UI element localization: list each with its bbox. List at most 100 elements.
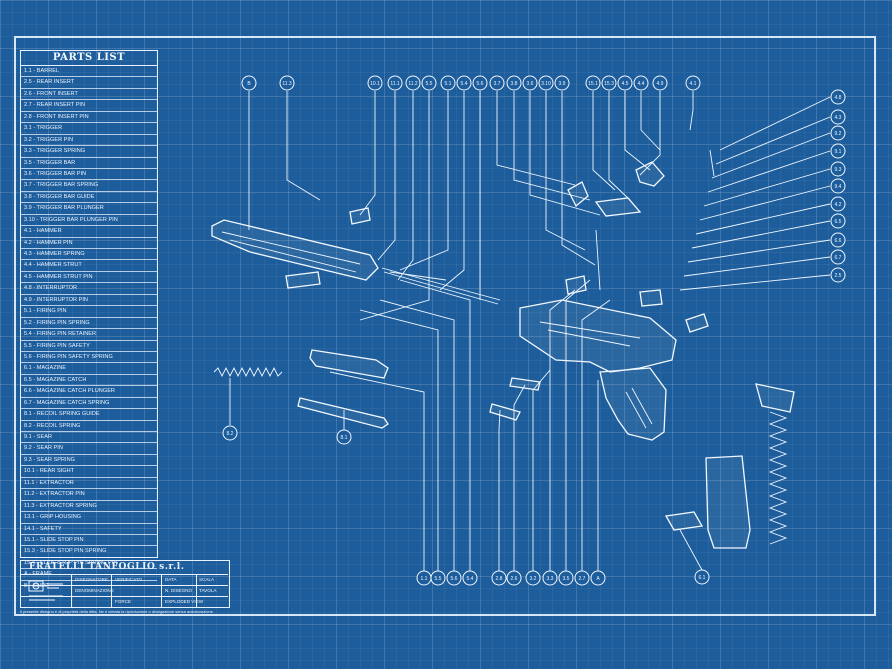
leader-line: [715, 116, 831, 165]
callout-label: 3.5: [563, 576, 570, 582]
leader-line: [691, 220, 831, 249]
callout-bubble: 3.3: [542, 570, 558, 586]
leader-line: [439, 91, 465, 291]
parts-list-row: 2.6 - FRONT INSERT: [21, 89, 157, 101]
callout-label: 3.10: [541, 81, 551, 87]
callout-label: 2.7: [579, 576, 586, 582]
parts-list-row: 10.1 - REAR SIGHT: [21, 466, 157, 478]
leader-line: [679, 274, 831, 291]
callout-bubble: B: [241, 75, 257, 91]
parts-list-row: 4.2 - HAMMER PIN: [21, 238, 157, 249]
leader-line: [549, 289, 576, 571]
callout-label: 9.3: [835, 167, 842, 173]
callout-bubble: 9.1: [830, 143, 846, 159]
leader-line: [581, 299, 611, 571]
callout-label: 3.6: [527, 81, 534, 87]
leader-line: [286, 91, 321, 201]
title-block-footer: Il presente disegno è di proprietà della…: [20, 609, 214, 614]
leader-line: [498, 409, 501, 571]
callout-label: 5.5: [426, 81, 433, 87]
callout-bubble: 15.3: [601, 75, 617, 91]
leader-line: [711, 132, 831, 179]
parts-list-row: 11.3 - EXTRACTOR SPRING: [21, 501, 157, 513]
callout-bubble: 4.9: [652, 75, 668, 91]
magazine-follower-part: [755, 383, 795, 413]
leader-line: [513, 91, 591, 201]
callout-label: 4.8: [835, 95, 842, 101]
callout-label: 6.7: [835, 255, 842, 261]
parts-list-row: 11.2 - EXTRACTOR PIN: [21, 489, 157, 501]
callout-label: 15.1: [588, 81, 598, 87]
parts-list-row: 3.8 - TRIGGER BAR GUIDE: [21, 192, 157, 204]
callout-bubble: 3.9: [554, 75, 570, 91]
callout-label: A: [596, 576, 600, 582]
magazine-base-part: [664, 511, 704, 531]
callout-bubble: 2.5: [830, 267, 846, 283]
parts-list-row: 4.4 - HAMMER STRUT: [21, 260, 157, 272]
callout-label: 1.1: [421, 576, 428, 582]
callout-label: 4.2: [835, 202, 842, 208]
callout-bubble: 11.2: [405, 75, 421, 91]
callout-bubble: 9.4: [830, 178, 846, 194]
callout-bubble: 2.6: [506, 570, 522, 586]
leader-line: [679, 529, 703, 571]
callout-label: 5.5: [435, 576, 442, 582]
leader-line: [703, 168, 831, 207]
callout-label: 4.4: [638, 81, 645, 87]
leader-line: [529, 91, 601, 216]
callout-label: 3.9: [559, 81, 566, 87]
callout-bubble: 3.6: [522, 75, 538, 91]
callout-bubble: 4.1: [685, 75, 701, 91]
title-cell: DISEGNATORE: [75, 577, 109, 582]
callout-label: 6.6: [835, 238, 842, 244]
parts-list-row: 15.3 - SLIDE STOP PIN SPRING: [21, 546, 157, 558]
callout-bubble: 6.5: [830, 213, 846, 229]
callout-bubble: 6.6: [830, 232, 846, 248]
leader-line: [496, 91, 576, 186]
callout-bubble: 3.5: [558, 570, 574, 586]
leader-line: [707, 150, 831, 193]
callout-label: 10.1: [370, 81, 380, 87]
parts-list-row: 2.8 - FRONT INSERT PIN: [21, 112, 157, 124]
callout-label: 4.5: [622, 81, 629, 87]
callout-bubble: 1.1: [416, 570, 432, 586]
parts-list-row: 14.1 - SAFETY: [21, 524, 157, 535]
callout-label: 8.2: [227, 431, 234, 437]
callout-bubble: 8.1: [336, 429, 352, 445]
exploded-parts: [211, 149, 795, 549]
callout-bubble: 3.10: [538, 75, 554, 91]
callout-bubble: 15.1: [585, 75, 601, 91]
parts-list-row: 3.10 - TRIGGER BAR PLUNGER PIN: [21, 215, 157, 227]
callout-bubble: 9.2: [830, 125, 846, 141]
callout-bubble: 5.1: [440, 75, 456, 91]
callout-label: 9.1: [835, 149, 842, 155]
leader-line: [377, 91, 396, 261]
leader-line: [695, 203, 831, 235]
callout-bubble: 5.4: [456, 75, 472, 91]
callout-bubble: 11.1: [387, 75, 403, 91]
leader-line: [359, 91, 430, 321]
callout-label: 11.2: [408, 81, 418, 87]
callout-bubble: 3.8: [506, 75, 522, 91]
callout-label: 2.6: [511, 576, 518, 582]
leader-line: [687, 239, 831, 263]
parts-list-row: 15.1 - SLIDE STOP PIN: [21, 535, 157, 547]
slide-part: [211, 219, 379, 281]
callout-label: 2.8: [496, 576, 503, 582]
parts-list-row: 4.9 - INTERRUPTOR PIN: [21, 295, 157, 307]
callout-label: 5.4: [467, 576, 474, 582]
callout-label: 4.1: [690, 81, 697, 87]
leader-line: [608, 91, 631, 201]
title-cell: EXPLODED VIEW: [165, 599, 204, 604]
recoil-spring-part: [213, 366, 283, 378]
parts-list-row: 6.5 - MAGAZINE CATCH: [21, 375, 157, 387]
parts-list-row: 3.9 - TRIGGER BAR PLUNGER: [21, 203, 157, 215]
title-cell: N. DISEGNO: [165, 588, 193, 593]
title-cell: VERIFICATO: [115, 577, 143, 582]
leader-line: [329, 371, 425, 571]
magazine-spring-part: [768, 411, 788, 545]
parts-list-row: 9.2 - SEAR PIN: [21, 443, 157, 455]
title-cell: FORCE: [115, 599, 132, 604]
